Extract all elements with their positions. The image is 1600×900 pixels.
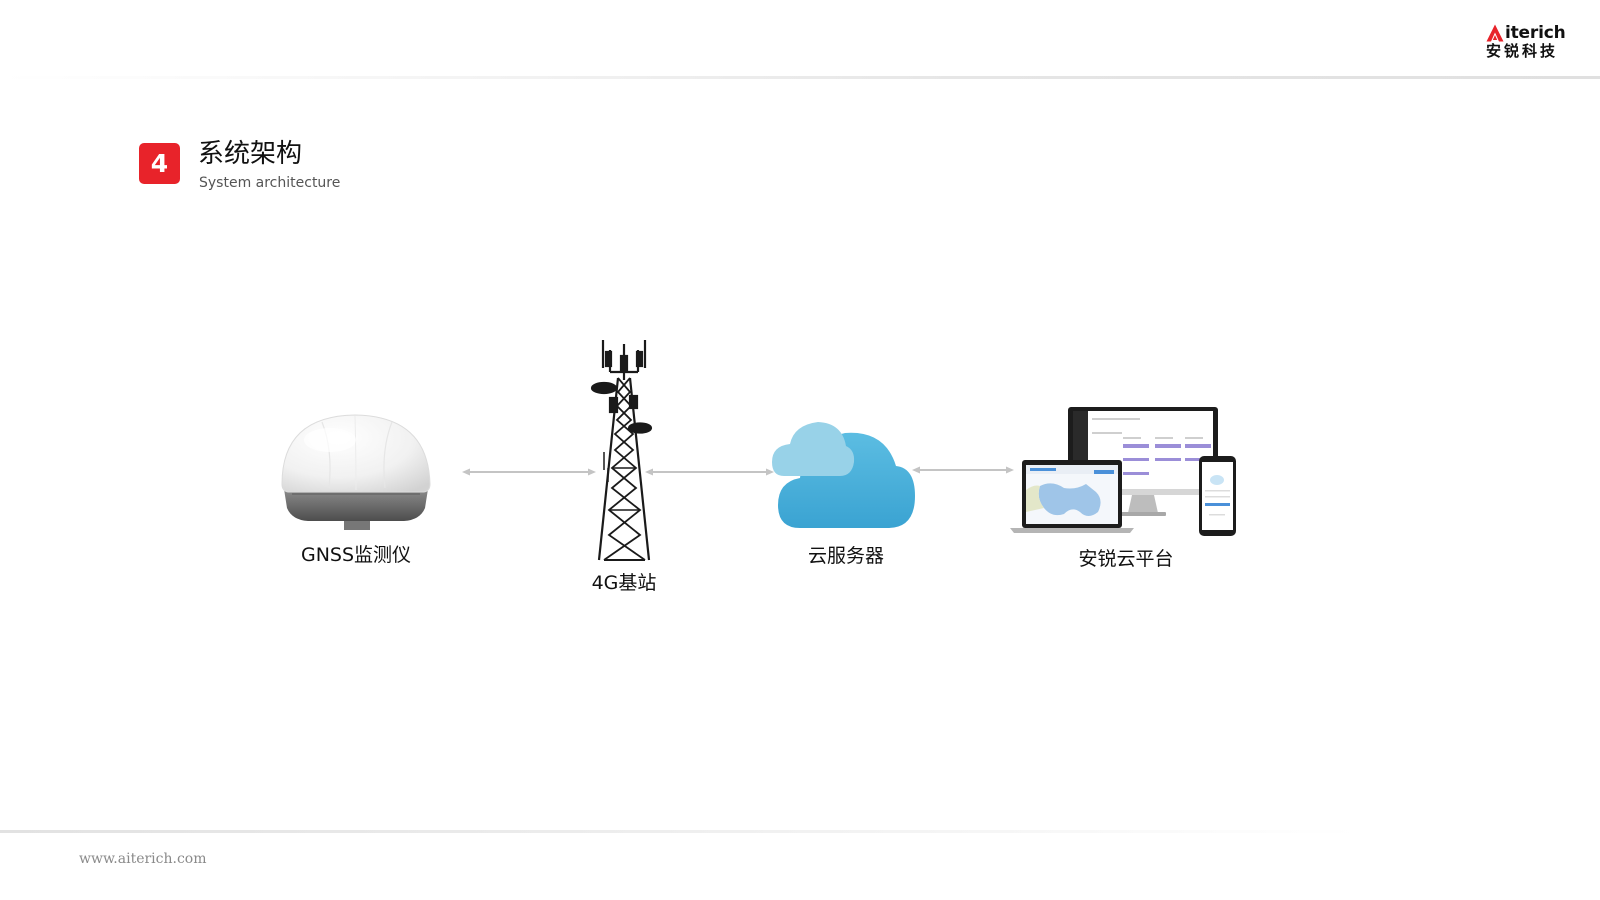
brand-logo: iterich 安锐科技 <box>1486 22 1570 60</box>
cloud-icon <box>772 422 915 528</box>
footer-website-url: www.aiterich.com <box>79 851 207 867</box>
header-divider <box>0 76 1600 79</box>
gnss-dome-icon <box>281 414 431 530</box>
footer-divider <box>0 830 1600 833</box>
cell-tower-icon <box>590 340 653 561</box>
logo-chinese-name: 安锐科技 <box>1486 42 1559 60</box>
node-label-platform: 安锐云平台 <box>1078 548 1174 570</box>
node-label-cloud: 云服务器 <box>807 545 885 567</box>
link-tower-to-cloud-arrow <box>645 468 774 476</box>
node-label-tower: 4G基站 <box>591 572 657 594</box>
logo-a-mark-icon <box>1486 24 1504 42</box>
section-title: 系统架构 <box>198 139 303 169</box>
node-label-gnss: GNSS监测仪 <box>300 544 412 566</box>
link-gnss-to-tower-arrow <box>462 468 596 476</box>
link-cloud-to-platform-arrow <box>912 466 1014 474</box>
section-subtitle: System architecture <box>199 175 341 191</box>
devices-icon <box>1010 407 1236 536</box>
section-number-badge: 4 <box>139 143 180 184</box>
logo-wordmark: iterich <box>1505 23 1566 43</box>
